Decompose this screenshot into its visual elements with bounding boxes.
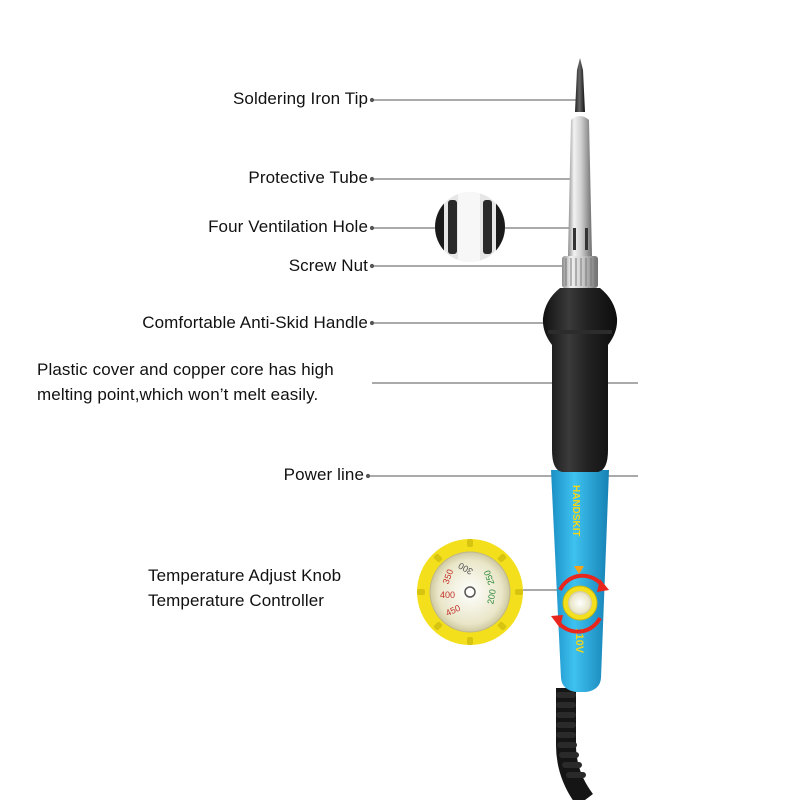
rotate-arrow-icon (558, 573, 604, 591)
label-protective-tube: Protective Tube (248, 168, 368, 187)
label-power-line: Power line (283, 465, 364, 484)
leader-nut-dot (369, 263, 375, 269)
vent-slot-right (585, 228, 588, 250)
knob-on-handle (551, 573, 609, 634)
leader-tube-dot (369, 176, 375, 182)
vent-hole-inset (435, 192, 505, 262)
vent-slot-left (573, 228, 576, 250)
soldering-tip (575, 58, 585, 112)
grip-ridge (548, 330, 612, 334)
label-anti-skid-handle: Comfortable Anti-Skid Handle (142, 313, 368, 332)
screw-nut (562, 256, 598, 288)
dial-mark-200: 200 (485, 588, 497, 605)
leader-power-dot (365, 473, 371, 479)
leader-handle-dot (369, 320, 375, 326)
dial-mark-250: 250 (482, 569, 497, 587)
leader-vent-dot (369, 225, 375, 231)
knob-zoom-inset: 200 250 300 350 400 450 (417, 539, 523, 645)
label-cover-line-2: melting point,which won’t melt easily. (37, 385, 319, 404)
dial-mark-400: 400 (440, 590, 455, 600)
blue-handle (551, 470, 609, 692)
protective-tube (568, 116, 592, 256)
label-temperature-controller: Temperature Controller (148, 591, 325, 610)
label-soldering-iron-tip: Soldering Iron Tip (232, 89, 368, 108)
knob-center-icon (464, 586, 476, 598)
label-screw-nut: Screw Nut (288, 256, 368, 275)
leader-tip-dot (369, 97, 375, 103)
black-grip (542, 288, 618, 472)
brand-text: HANDSKIT (570, 485, 581, 537)
label-cover-line-1: Plastic cover and copper core has high (37, 360, 334, 379)
voltage-text: 110V (573, 628, 585, 654)
power-cord (556, 688, 594, 800)
knob-pointer-marker (574, 566, 584, 574)
dial-mark-350: 350 (441, 568, 456, 586)
label-ventilation-hole: Four Ventilation Hole (208, 217, 368, 236)
label-temperature-knob: Temperature Adjust Knob (148, 566, 342, 585)
